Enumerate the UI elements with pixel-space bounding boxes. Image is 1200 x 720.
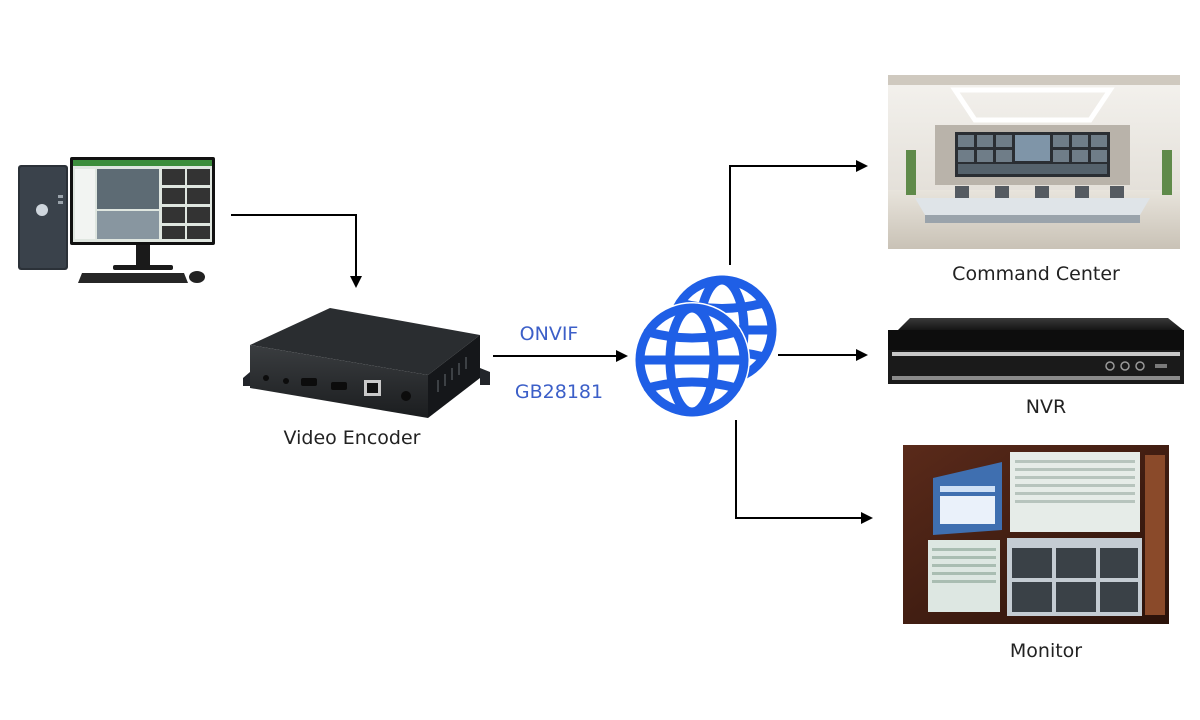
nvr-label: NVR <box>1025 396 1067 418</box>
command-center-label: Command Center <box>952 263 1120 285</box>
gb28181-protocol-label: GB28181 <box>514 381 604 403</box>
desktop-computer-icon <box>18 157 215 283</box>
globe-network-icon <box>634 275 777 418</box>
arrow-network-to-monitor <box>735 420 873 524</box>
monitor-label: Monitor <box>1009 640 1083 662</box>
video-encoder-device-icon <box>243 308 490 418</box>
monitor-wall-photo <box>903 445 1169 624</box>
onvif-protocol-label: ONVIF <box>519 323 579 345</box>
video-encoder-label: Video Encoder <box>283 427 421 449</box>
command-center-photo <box>888 75 1180 249</box>
arrow-computer-to-encoder <box>231 214 362 288</box>
connector-arrows <box>231 160 873 524</box>
arrow-network-to-command-center <box>729 160 868 265</box>
nvr-device-icon <box>888 318 1184 384</box>
